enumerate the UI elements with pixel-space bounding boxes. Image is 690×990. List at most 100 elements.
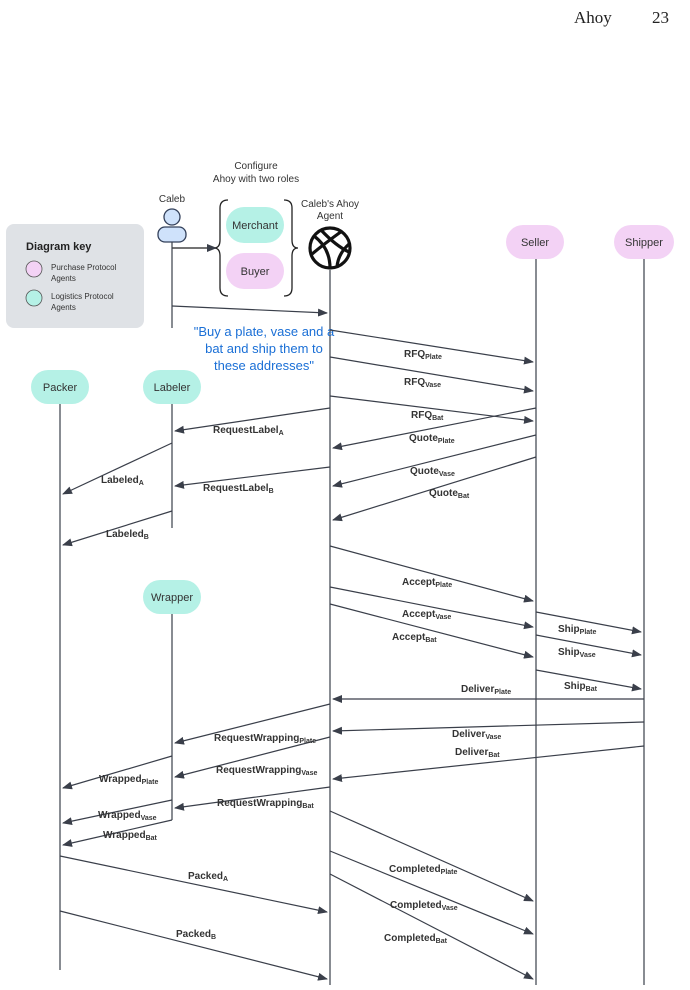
- arrow-quote-plate: [332, 407, 537, 451]
- msg-label-wrapped-plate: WrappedPlate: [99, 774, 158, 786]
- packer-label: Packer: [43, 382, 78, 394]
- purchase-swatch: [25, 260, 43, 278]
- msg-label-requestlabel-a: RequestLabelA: [213, 425, 284, 437]
- labeler-label: Labeler: [154, 382, 191, 394]
- arrow-wrapped-vase: [62, 799, 173, 826]
- arrow-accept-plate: [329, 545, 534, 603]
- msg-label-labeled-a: LabeledA: [101, 475, 144, 487]
- request-text-3: these addresses": [214, 358, 314, 373]
- shipper-actor: [614, 225, 674, 259]
- arrow-wrapped-bat: [62, 819, 173, 847]
- buyer-role: [226, 253, 284, 289]
- user-icon: [157, 208, 187, 243]
- msg-label-deliver-plate: DeliverPlate: [461, 684, 511, 696]
- msg-label-quote-plate: QuotePlate: [409, 433, 455, 445]
- page-number: 23: [652, 8, 669, 27]
- msg-label-completed-bat: CompletedBat: [384, 933, 448, 945]
- msg-label-completed-plate: CompletedPlate: [389, 864, 458, 876]
- running-title: Ahoy: [574, 8, 612, 27]
- arrow-quote-bat: [332, 456, 537, 522]
- arrow-deliver-bat: [332, 745, 645, 783]
- agent-label-1: Caleb's Ahoy: [301, 199, 359, 210]
- wrapper-label: Wrapper: [151, 592, 193, 604]
- msg-label-quote-vase: QuoteVase: [410, 466, 455, 478]
- msg-label-requestwrapping-plate: RequestWrappingPlate: [214, 733, 316, 745]
- msg-label-requestwrapping-bat: RequestWrappingBat: [217, 798, 314, 810]
- diagram-key-title: Diagram key: [26, 241, 92, 253]
- msg-label-rfq-plate: RFQPlate: [404, 349, 442, 361]
- arrow-quote-vase: [332, 434, 537, 488]
- msg-label-packed-a: PackedA: [188, 871, 228, 883]
- arrow-completed-bat: [329, 873, 534, 980]
- arrow-rfq-plate: [329, 329, 534, 365]
- message-arrows: [59, 329, 645, 981]
- basketball-icon: [308, 226, 352, 270]
- request-text-2: bat and ship them to: [205, 341, 323, 356]
- merchant-role-label: Merchant: [232, 220, 278, 232]
- configure-label-1: Configure: [234, 161, 278, 172]
- msg-label-quote-bat: QuoteBat: [429, 488, 470, 500]
- arrow-wrapped-plate: [62, 755, 173, 790]
- seller-actor: [506, 225, 564, 259]
- msg-label-requestwrapping-vase: RequestWrappingVase: [216, 765, 317, 777]
- arrow-completed-plate: [329, 810, 534, 902]
- logistics-key-label-1: Logistics Protocol: [51, 292, 114, 301]
- msg-label-rfq-vase: RFQVase: [404, 377, 441, 389]
- page-header: Ahoy 23: [0, 6, 690, 30]
- msg-label-ship-bat: ShipBat: [564, 681, 598, 693]
- user-name: Caleb: [159, 194, 186, 205]
- arrow-deliver-vase: [332, 721, 645, 735]
- msg-label-wrapped-bat: WrappedBat: [103, 830, 158, 842]
- purchase-key-label-2: Agents: [51, 274, 76, 283]
- logistics-key-label-2: Agents: [51, 303, 76, 312]
- arrow-requestwrapping-vase: [174, 736, 331, 779]
- merchant-role: [226, 207, 284, 243]
- msg-label-deliver-vase: DeliverVase: [452, 729, 501, 741]
- agent-label-2: Agent: [317, 211, 343, 222]
- msg-label-deliver-bat: DeliverBat: [455, 747, 500, 759]
- arrow-accept-vase: [329, 586, 534, 630]
- arrow-labeled-b: [62, 510, 173, 547]
- msg-label-accept-bat: AcceptBat: [392, 632, 437, 644]
- msg-label-rfq-bat: RFQBat: [411, 410, 444, 422]
- arrow-packed-a: [59, 855, 328, 915]
- msg-label-requestlabel-b: RequestLabelB: [203, 483, 274, 495]
- arrow-requestwrapping-bat: [174, 786, 331, 811]
- arrow-ship-bat: [535, 669, 642, 692]
- msg-label-packed-b: PackedB: [176, 929, 216, 941]
- msg-label-accept-vase: AcceptVase: [402, 609, 451, 621]
- shipper-label: Shipper: [625, 237, 663, 249]
- purchase-key-label-1: Purchase Protocol: [51, 263, 117, 272]
- left-brace: [213, 199, 229, 297]
- arrow-rfq-vase: [329, 356, 534, 394]
- msg-label-ship-vase: ShipVase: [558, 647, 596, 659]
- arrow-ship-plate: [535, 611, 642, 635]
- wrapper-actor: [143, 580, 201, 614]
- arrow-ship-vase: [535, 634, 642, 658]
- request-arrow: [171, 305, 328, 317]
- logistics-swatch: [25, 289, 43, 307]
- msg-label-accept-plate: AcceptPlate: [402, 577, 452, 589]
- arrow-rfq-bat: [329, 395, 534, 424]
- request-text-1: "Buy a plate, vase and a: [194, 324, 335, 339]
- labeler-actor: [143, 370, 201, 404]
- buyer-role-label: Buyer: [241, 266, 270, 278]
- arrow-labeled-a: [62, 442, 173, 495]
- arrow-packed-b: [59, 910, 328, 981]
- msg-label-completed-vase: CompletedVase: [390, 900, 458, 912]
- arrow-completed-vase: [329, 850, 534, 935]
- packer-actor: [31, 370, 89, 404]
- msg-label-ship-plate: ShipPlate: [558, 624, 597, 636]
- right-brace: [283, 199, 299, 297]
- arrow-accept-bat: [329, 603, 534, 659]
- message-labels: RFQPlate RFQVase RFQBat RequestLabelA Qu…: [98, 349, 598, 945]
- seller-label: Seller: [521, 237, 549, 249]
- configure-label-2: Ahoy with two roles: [213, 174, 299, 185]
- lifelines: [59, 242, 645, 985]
- msg-label-labeled-b: LabeledB: [106, 529, 149, 541]
- arrow-requestlabel-b: [174, 466, 331, 489]
- arrow-requestwrapping-plate: [174, 703, 331, 745]
- arrow-requestlabel-a: [174, 407, 331, 434]
- msg-label-wrapped-vase: WrappedVase: [98, 810, 157, 822]
